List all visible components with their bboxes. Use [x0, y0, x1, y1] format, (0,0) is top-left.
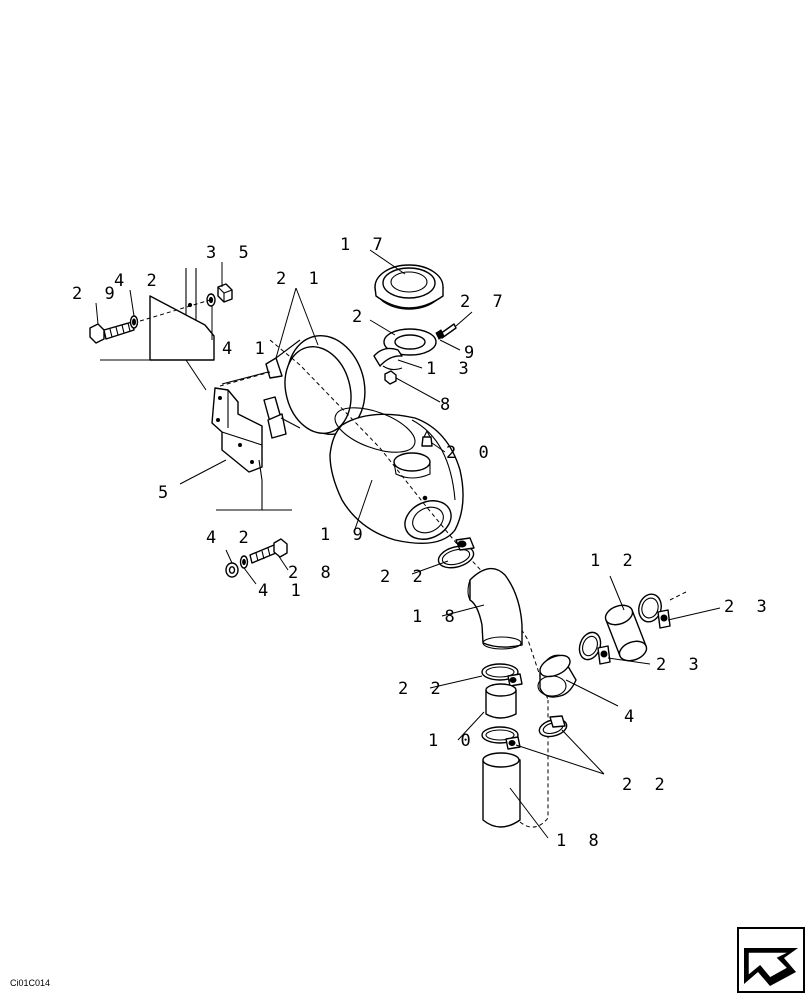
label-42-lower: 4 2: [206, 528, 255, 548]
washer-42-upper: [129, 315, 139, 329]
hose-clamp-22-lower: [481, 726, 521, 750]
label-18-upper: 1 8: [412, 607, 461, 627]
label-18-lower: 1 8: [556, 831, 605, 851]
seal-ring-2: [383, 328, 437, 356]
leader-lines: [95, 249, 721, 839]
drawing-code: Ci01C014: [10, 978, 50, 988]
filter-cap-17: [374, 264, 444, 310]
hose-clamp-22-middle: [481, 663, 523, 687]
label-5: 5: [158, 483, 174, 503]
label-2: 2: [352, 307, 368, 327]
label-41-upper: 4 1: [222, 339, 271, 359]
label-42-upper: 4 2: [114, 271, 163, 291]
hose-clamp-23-left: [578, 631, 611, 665]
mount-plate-5: [211, 371, 292, 511]
hose-clamp-22-upper: [437, 537, 475, 569]
washer-41-upper: [206, 293, 216, 307]
valve-20: [421, 429, 433, 447]
label-22-lower: 2 2: [622, 775, 671, 795]
label-22-middle: 2 2: [398, 679, 447, 699]
hose-clamp-23-right: [638, 591, 687, 629]
label-23-right: 2 3: [724, 597, 773, 617]
label-21: 2 1: [276, 269, 325, 289]
bolt-29: [89, 321, 135, 344]
label-4: 4: [624, 707, 640, 727]
label-23-left: 2 3: [656, 655, 705, 675]
label-17: 1 7: [340, 235, 389, 255]
screw-27: [435, 323, 457, 340]
nut-35: [217, 283, 233, 303]
clip-13: [373, 347, 403, 371]
hose-clamp-22-right: [538, 715, 568, 738]
label-10: 1 0: [428, 731, 477, 751]
label-8: 8: [440, 395, 456, 415]
label-35: 3 5: [206, 243, 255, 263]
tube-10: [485, 683, 517, 719]
label-12: 1 2: [590, 551, 639, 571]
label-20: 2 0: [446, 443, 495, 463]
label-29: 2 9: [72, 284, 121, 304]
washer-42-lower: [225, 562, 239, 578]
clamp-band-21: [263, 335, 366, 439]
sleeve-12: [604, 604, 648, 662]
label-28: 2 8: [288, 563, 337, 583]
bolt-28: [249, 538, 288, 564]
elbow-hose-18-upper: [467, 567, 523, 650]
label-22-upper: 2 2: [380, 567, 429, 587]
hose-18-lower: [482, 700, 549, 828]
label-13: 1 3: [426, 359, 475, 379]
elbow-4: [537, 654, 577, 698]
next-page-arrow-icon[interactable]: [737, 927, 805, 993]
part-labels: 3 5 2 9 4 2 4 1 2 1 1 7 2 2 7 9 1 3 8 2 …: [72, 235, 773, 851]
nut-8: [384, 370, 397, 385]
label-19: 1 9: [320, 525, 369, 545]
label-27: 2 7: [460, 292, 509, 312]
washer-41-lower: [239, 555, 249, 569]
label-9: 9: [464, 343, 480, 363]
label-41-lower: 4 1: [258, 581, 307, 601]
